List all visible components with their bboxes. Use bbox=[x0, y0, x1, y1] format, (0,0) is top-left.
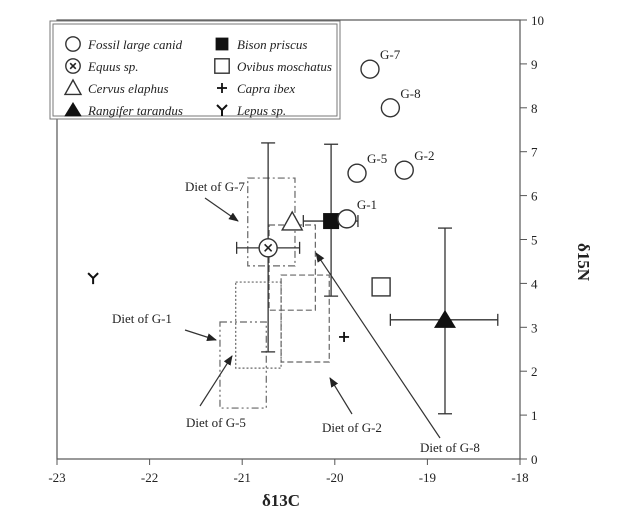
diet-box-g-1 bbox=[219, 321, 267, 409]
x-glyph-b bbox=[69, 62, 77, 70]
canid-label: G-1 bbox=[357, 197, 377, 212]
x-glyph-b bbox=[264, 243, 273, 252]
y-tick-label: 8 bbox=[531, 101, 538, 116]
annotation-g-7: Diet of G-7 bbox=[185, 179, 245, 194]
bison-priscus-point bbox=[323, 213, 340, 230]
legend-label: Capra ibex bbox=[237, 81, 295, 96]
x-tick-label: -21 bbox=[234, 470, 251, 485]
canid-label: G-7 bbox=[380, 47, 401, 62]
x-tick-label: -19 bbox=[419, 470, 436, 485]
open-circle-marker bbox=[65, 36, 81, 52]
filled-square-marker bbox=[323, 213, 340, 230]
x-tick-label: -22 bbox=[141, 470, 158, 485]
y-tick-label: 4 bbox=[531, 276, 538, 291]
y-tick-label: 5 bbox=[531, 233, 538, 248]
annotation-g-1: Diet of G-1 bbox=[112, 311, 172, 326]
diet-box-g-5 bbox=[235, 281, 282, 369]
arrow-g-1 bbox=[184, 329, 217, 342]
arrow-g-8 bbox=[315, 252, 441, 439]
open-circle-marker bbox=[337, 209, 357, 229]
cervus-elaphus-point bbox=[281, 210, 304, 231]
open-circle-marker bbox=[347, 163, 367, 183]
open-square-marker bbox=[371, 277, 391, 297]
x-tick-label: -23 bbox=[48, 470, 65, 485]
y-tick-label: 6 bbox=[531, 189, 538, 204]
y-glyph bbox=[216, 104, 228, 116]
canid-point-g-8 bbox=[380, 98, 401, 118]
legend-marker-3 bbox=[64, 102, 82, 117]
equus-sp-point bbox=[258, 238, 278, 258]
y-axis-label: δ15N bbox=[574, 243, 593, 282]
legend-label: Ovibus moschatus bbox=[237, 59, 332, 74]
open-triangle-marker bbox=[281, 210, 304, 231]
y-tick-label: 10 bbox=[531, 13, 544, 28]
open-circle-marker bbox=[394, 160, 414, 180]
legend-label: Cervus elaphus bbox=[88, 81, 169, 96]
canid-point-g-1 bbox=[337, 209, 357, 229]
annotation-g-5: Diet of G-5 bbox=[186, 415, 246, 430]
legend-marker-0 bbox=[65, 36, 81, 52]
arrow-g-2 bbox=[329, 377, 353, 415]
filled-triangle-marker bbox=[64, 102, 82, 117]
capra-ibex-point bbox=[339, 331, 350, 342]
canid-point-g-5 bbox=[347, 163, 367, 183]
arrow-g-7 bbox=[204, 197, 239, 222]
open-circle-marker bbox=[360, 59, 380, 79]
open-circle-marker bbox=[380, 98, 401, 118]
legend-label: Lepus sp. bbox=[236, 103, 286, 118]
y-tick-label: 7 bbox=[531, 145, 538, 160]
lepus-sp-point bbox=[87, 272, 99, 285]
canid-label: G-2 bbox=[414, 148, 434, 163]
canid-label: G-8 bbox=[400, 86, 420, 101]
ovibus-moschatus-point bbox=[371, 277, 391, 297]
diet-box-g-8 bbox=[268, 224, 316, 311]
x-tick-label: -18 bbox=[511, 470, 528, 485]
y-tick-label: 1 bbox=[531, 408, 538, 423]
canid-point-g-2 bbox=[394, 160, 414, 180]
legend-label: Rangifer tarandus bbox=[87, 103, 183, 118]
annotation-g-8: Diet of G-8 bbox=[420, 440, 480, 455]
legend-outer-border bbox=[49, 20, 341, 120]
canid-label: G-5 bbox=[367, 151, 387, 166]
filled-triangle-marker bbox=[433, 309, 456, 328]
canid-point-g-7 bbox=[360, 59, 380, 79]
diet-box-g-2 bbox=[280, 274, 330, 363]
legend-marker-5 bbox=[214, 58, 230, 74]
y-tick-label: 2 bbox=[531, 364, 538, 379]
arrow-g-5 bbox=[199, 355, 233, 407]
legend-label: Bison priscus bbox=[237, 37, 307, 52]
open-triangle-marker bbox=[63, 78, 83, 96]
y-glyph bbox=[87, 272, 99, 285]
legend-label: Fossil large canid bbox=[87, 37, 183, 52]
y-tick-label: 0 bbox=[531, 452, 538, 467]
legend-inner-border bbox=[52, 23, 338, 117]
filled-square-marker bbox=[215, 37, 229, 51]
legend-marker-7 bbox=[216, 104, 228, 116]
annotation-g-2: Diet of G-2 bbox=[322, 420, 382, 435]
y-tick-label: 9 bbox=[531, 57, 538, 72]
legend-marker-1 bbox=[65, 58, 81, 74]
y-tick-label: 3 bbox=[531, 320, 538, 335]
legend-marker-6 bbox=[217, 83, 227, 93]
open-square-marker bbox=[214, 58, 230, 74]
x-axis-label: δ13C bbox=[262, 491, 300, 510]
x-tick-label: -20 bbox=[326, 470, 343, 485]
legend-label: Equus sp. bbox=[87, 59, 139, 74]
legend-marker-2 bbox=[63, 78, 83, 96]
legend-marker-4 bbox=[215, 37, 229, 51]
rangifer-tarandus-point bbox=[433, 309, 456, 328]
